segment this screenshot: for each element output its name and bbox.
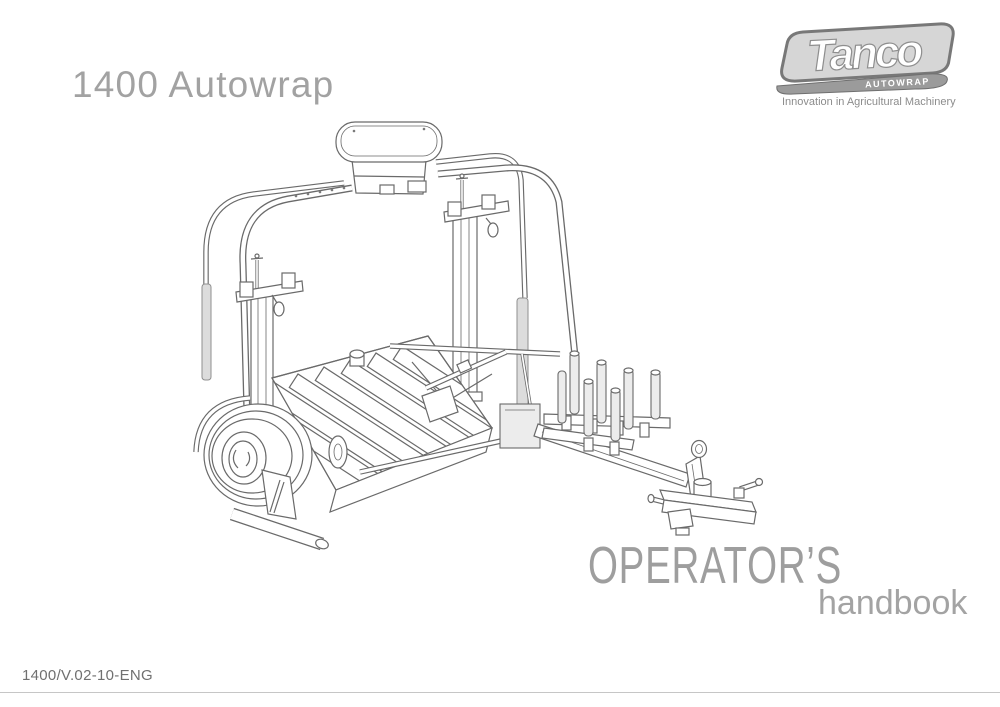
hitch-assembly <box>647 439 764 536</box>
arch-frame <box>201 152 579 421</box>
film-roll-pegs <box>557 350 661 442</box>
tanco-logo-icon: Tanco AUTOWRAP <box>776 22 955 95</box>
logo-brand-text: Tanco <box>806 26 923 81</box>
document-code: 1400/V.02-10-ENG <box>22 667 153 684</box>
logo-tagline: Innovation in Agricultural Machinery <box>782 96 956 108</box>
cover-subtitle: handbook <box>818 584 968 622</box>
footer-rule <box>0 692 1000 693</box>
film-roll-rack <box>541 350 671 456</box>
rear-frame <box>359 343 561 475</box>
brand-logo: Tanco AUTOWRAP Innovation in Agricultura… <box>765 20 975 112</box>
wrap-ring-unit <box>335 121 443 195</box>
bale-roller <box>229 469 329 551</box>
cover-title: OPERATOR’S <box>588 537 843 595</box>
film-dispenser-right <box>443 173 510 402</box>
model-title: 1400 Autowrap <box>72 64 335 105</box>
logo-range-text: AUTOWRAP <box>865 76 930 89</box>
